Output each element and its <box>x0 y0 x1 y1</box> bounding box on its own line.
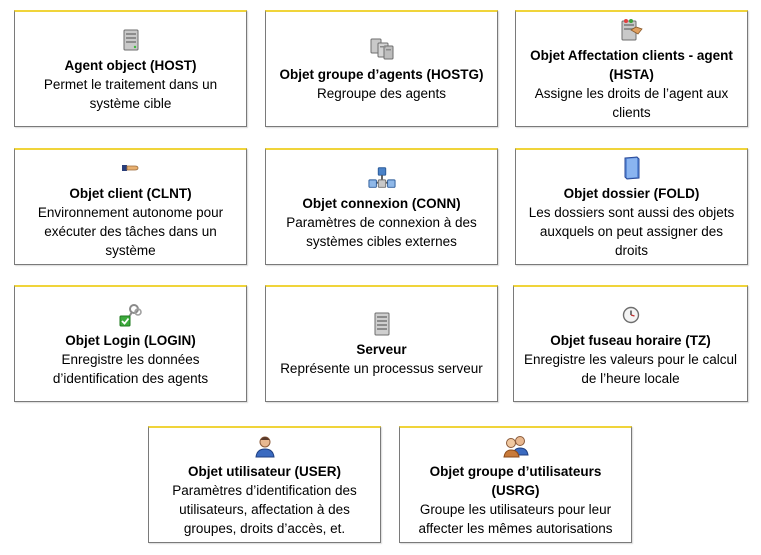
card-description: Regroupe des agents <box>316 86 447 101</box>
card-description: Environnement autonome pour exécuter des… <box>37 205 224 258</box>
card-hsta: Objet Affectation clients - agent (HSTA)… <box>515 10 748 127</box>
card-title: Objet dossier (FOLD) <box>563 186 700 201</box>
card-description: Enregistre les données d’identification … <box>52 351 209 386</box>
card-title: Agent object (HOST) <box>64 57 197 73</box>
server-process-icon <box>368 310 396 338</box>
user-icon <box>251 432 279 460</box>
card-title: Serveur <box>356 342 407 357</box>
client-hand-icon <box>117 154 145 182</box>
login-keys-icon <box>117 301 145 329</box>
card-title: Objet fuseau horaire (TZ) <box>550 332 711 348</box>
card-login: Objet Login (LOGIN) Enregistre les donné… <box>14 285 247 402</box>
card-description: Les dossiers sont aussi des objets auxqu… <box>528 205 735 258</box>
card-title: Objet Affectation clients - agent (HSTA) <box>530 48 733 82</box>
server-group-icon <box>368 35 396 63</box>
card-description: Représente un processus serveur <box>280 361 483 376</box>
agent-assignment-icon <box>618 16 646 44</box>
card-host: Agent object (HOST) Permet le traitement… <box>14 10 247 127</box>
card-user: Objet utilisateur (USER) Paramètres d’id… <box>148 426 381 543</box>
folder-icon <box>618 154 646 182</box>
server-icon <box>117 26 145 54</box>
card-title: Objet groupe d’utilisateurs (USRG) <box>429 464 602 498</box>
card-clnt: Objet client (CLNT) Environnement autono… <box>14 148 247 265</box>
user-group-icon <box>502 432 530 460</box>
card-hostg: Objet groupe d’agents (HOSTG) Regroupe d… <box>265 10 498 127</box>
clock-icon <box>617 301 645 329</box>
card-description: Paramètres d’identification des utilisat… <box>172 483 357 536</box>
card-serveur: Serveur Représente un processus serveur <box>265 285 498 402</box>
card-fold: Objet dossier (FOLD) Les dossiers sont a… <box>515 148 748 265</box>
card-title: Objet groupe d’agents (HOSTG) <box>279 67 484 82</box>
card-title: Objet Login (LOGIN) <box>65 332 196 348</box>
card-tz: Objet fuseau horaire (TZ) Enregistre les… <box>513 285 748 402</box>
card-title: Objet utilisateur (USER) <box>187 464 341 479</box>
card-conn: Objet connexion (CONN) Paramètres de con… <box>265 148 498 265</box>
card-description: Paramètres de connexion à des systèmes c… <box>286 214 477 249</box>
card-title: Objet connexion (CONN) <box>302 195 461 211</box>
card-description: Permet le traitement dans un système cib… <box>43 76 218 111</box>
card-description: Assigne les droits de l’agent aux client… <box>534 86 729 120</box>
card-description: Groupe les utilisateurs pour leur affect… <box>418 502 613 536</box>
network-connection-icon <box>367 164 396 192</box>
card-usrg: Objet groupe d’utilisateurs (USRG) Group… <box>399 426 632 543</box>
card-title: Objet client (CLNT) <box>69 186 192 201</box>
card-description: Enregistre les valeurs pour le calcul de… <box>523 351 738 386</box>
